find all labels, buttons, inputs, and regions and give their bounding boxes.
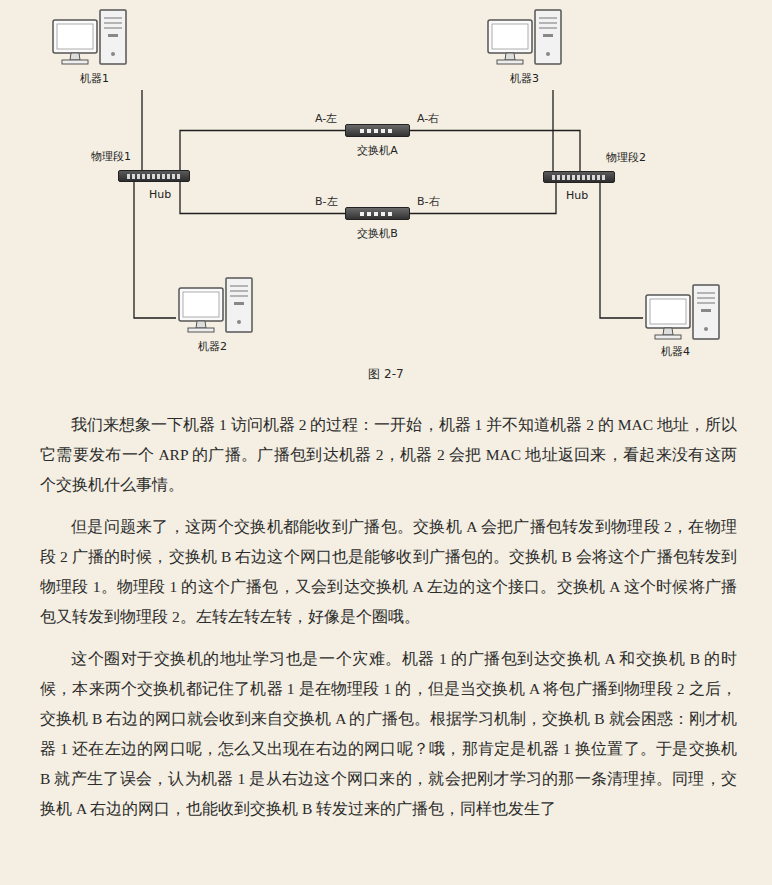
network-cable bbox=[410, 183, 556, 214]
drawing-part bbox=[488, 20, 532, 53]
switch-device: 交换机B bbox=[345, 207, 410, 220]
device-type: Hub bbox=[149, 188, 171, 202]
drawing-part bbox=[693, 285, 719, 339]
device-label: 物理段1 bbox=[91, 150, 131, 164]
drawing-part bbox=[646, 295, 690, 328]
drawing-part bbox=[196, 321, 206, 328]
drawing-part bbox=[697, 293, 715, 294]
drawing-part bbox=[230, 291, 248, 292]
network-cable bbox=[410, 131, 580, 172]
drawing-part bbox=[104, 28, 122, 29]
device-label: 物理段2 bbox=[606, 151, 646, 165]
drawing-part bbox=[230, 296, 248, 297]
paragraph: 但是问题来了，这两个交换机都能收到广播包。交换机 A 会把广播包转发到物理段 2… bbox=[40, 512, 737, 632]
drawing-part bbox=[539, 28, 557, 29]
computer-icon bbox=[643, 283, 723, 343]
computer: 机器2 bbox=[176, 276, 254, 358]
drawing-part bbox=[539, 23, 557, 24]
drawing-part bbox=[663, 328, 673, 335]
paragraph: 这个圈对于交换机的地址学习也是一个灾难。机器 1 的广播包到达交换机 A 和交换… bbox=[40, 644, 737, 824]
device-type: Hub bbox=[566, 189, 588, 203]
network-cable bbox=[600, 183, 643, 318]
figure-caption: 图 2-7 bbox=[0, 366, 772, 382]
computer: 机器1 bbox=[50, 8, 148, 90]
drawing-part bbox=[57, 24, 93, 49]
drawing-part bbox=[188, 328, 214, 332]
drawing-part bbox=[226, 278, 252, 332]
drawing-part bbox=[62, 60, 88, 64]
hub-device: 物理段1Hub bbox=[118, 170, 190, 182]
drawing-part bbox=[505, 53, 515, 60]
drawing-part bbox=[104, 18, 122, 19]
network-cable bbox=[141, 90, 142, 170]
port-row bbox=[552, 175, 606, 180]
hub-device: 物理段2Hub bbox=[543, 171, 615, 183]
drawing-part bbox=[697, 298, 715, 299]
drawing-part bbox=[111, 52, 115, 56]
drawing-part bbox=[697, 303, 715, 304]
drawing-part bbox=[497, 60, 523, 64]
switch-device: 交换机A bbox=[345, 124, 410, 137]
port-label: A-左 bbox=[314, 112, 338, 126]
drawing-part bbox=[704, 327, 708, 331]
network-cable bbox=[180, 131, 345, 171]
drawing-part bbox=[701, 309, 711, 312]
computer-icon bbox=[485, 8, 565, 68]
drawing-part bbox=[230, 286, 248, 287]
device-label: 交换机B bbox=[357, 227, 398, 241]
port-row bbox=[360, 129, 395, 133]
device-name: 机器2 bbox=[198, 340, 227, 354]
computer-icon bbox=[50, 8, 130, 68]
drawing-part bbox=[655, 335, 681, 339]
computer-icon bbox=[176, 276, 256, 336]
network-cable bbox=[134, 182, 176, 318]
device-name: 机器4 bbox=[661, 345, 690, 359]
drawing-part bbox=[104, 23, 122, 24]
drawing-part bbox=[543, 34, 553, 37]
drawing-part bbox=[100, 10, 126, 64]
drawing-part bbox=[234, 302, 244, 305]
port-label: B-左 bbox=[314, 195, 339, 209]
device-label: 交换机A bbox=[357, 144, 398, 158]
drawing-part bbox=[650, 299, 686, 324]
drawing-part bbox=[546, 52, 550, 56]
drawing-part bbox=[492, 24, 528, 49]
body-text: 我们来想象一下机器 1 访问机器 2 的过程：一开始，机器 1 并不知道机器 2… bbox=[40, 410, 737, 836]
computer: 机器3 bbox=[485, 8, 559, 90]
paragraph: 我们来想象一下机器 1 访问机器 2 的过程：一开始，机器 1 并不知道机器 2… bbox=[40, 410, 737, 500]
computer: 机器4 bbox=[643, 283, 723, 363]
port-label: B-右 bbox=[416, 195, 441, 209]
network-cable bbox=[180, 182, 345, 214]
device-name: 机器3 bbox=[510, 72, 539, 86]
port-row bbox=[360, 212, 395, 216]
drawing-part bbox=[179, 288, 223, 321]
drawing-part bbox=[70, 53, 80, 60]
drawing-part bbox=[539, 18, 557, 19]
drawing-part bbox=[237, 320, 241, 324]
port-label: A-右 bbox=[416, 112, 440, 126]
drawing-part bbox=[183, 292, 219, 317]
drawing-part bbox=[535, 10, 561, 64]
port-row bbox=[127, 174, 181, 179]
drawing-part bbox=[108, 34, 118, 37]
drawing-part bbox=[53, 20, 97, 53]
network-cable bbox=[552, 90, 553, 171]
device-name: 机器1 bbox=[80, 72, 109, 86]
